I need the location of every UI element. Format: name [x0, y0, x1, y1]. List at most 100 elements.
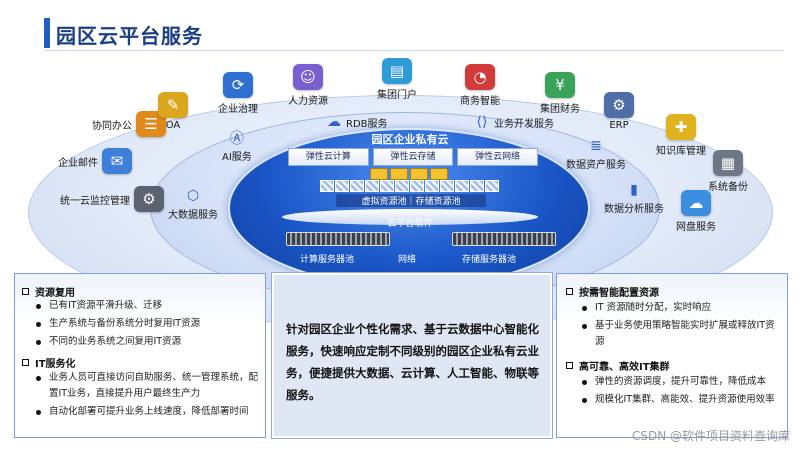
- resource-pool-label: 虚拟资源池｜存储资源池: [336, 194, 486, 207]
- chip-icon: [390, 168, 408, 180]
- cube-icon: [335, 180, 349, 192]
- node-label: 商务智能: [460, 96, 500, 107]
- section-title: 高可靠、高效IT集群: [566, 358, 670, 373]
- backup-icon: ▦: [713, 150, 743, 176]
- compute-pool-label: 计算服务器池: [300, 255, 355, 265]
- service-business-dev[interactable]: ⟨⟩ 业务开发服务: [470, 112, 554, 132]
- cube-icon: [470, 180, 484, 192]
- service-label: 业务开发服务: [494, 118, 554, 130]
- elastic-services-row: 弹性云计算 弹性云存储 弹性云网络: [288, 148, 539, 166]
- software-layer: [282, 209, 538, 225]
- list-item: 弹性的资源调度，提升可靠性，降低成本: [582, 374, 782, 390]
- elastic-storage[interactable]: 弹性云存储: [372, 148, 454, 166]
- finance-icon: ¥: [545, 72, 575, 98]
- oa-icon: ✎: [158, 92, 188, 118]
- service-label: AI服务: [222, 152, 252, 163]
- service-analytics[interactable]: ▮ 数据分析服务: [604, 180, 664, 215]
- title-accent-bar: [44, 18, 50, 48]
- node-hr[interactable]: ☺ 人力资源: [288, 64, 328, 107]
- storage-server-rack-icon: [452, 232, 556, 246]
- erp-icon: ⚙: [604, 92, 634, 118]
- list-item: 业务人员可直接访问自助服务、统一管理系统，配置IT业务，直接提升用户最终生产力: [36, 370, 258, 402]
- database-cloud-icon: ☁: [327, 114, 341, 130]
- elastic-network[interactable]: 弹性云网络: [457, 148, 539, 166]
- knowledge-icon: ✚: [666, 114, 696, 140]
- checkbox-square-icon: [22, 288, 29, 295]
- node-governance[interactable]: ⟳ 企业治理: [218, 72, 258, 115]
- node-label: OA: [165, 120, 181, 131]
- node-label: 协同办公: [92, 120, 132, 132]
- collaboration-icon: ☰: [136, 111, 166, 137]
- node-label: 集团财务: [540, 104, 580, 115]
- resource-cubes: [320, 180, 499, 192]
- service-label: 大数据服务: [168, 210, 218, 221]
- cube-icon: [320, 180, 334, 192]
- cube-icon: [365, 180, 379, 192]
- cube-icon: [485, 180, 499, 192]
- bi-icon: ◔: [465, 64, 495, 90]
- node-label: 集团门户: [377, 90, 417, 101]
- node-label: 统一云监控管理: [60, 195, 130, 207]
- section-title: 资源复用: [22, 284, 75, 299]
- service-label: 数据分析服务: [604, 204, 664, 215]
- node-oa[interactable]: ✎ OA: [158, 92, 188, 131]
- node-label: 企业邮件: [58, 157, 98, 169]
- node-portal[interactable]: ▤ 集团门户: [377, 58, 417, 101]
- node-erp[interactable]: ⚙ ERP: [604, 92, 634, 131]
- ai-icon: Ⓐ: [229, 131, 244, 147]
- middle-panel: [271, 272, 553, 439]
- list-item: IT 资源随时分配，实时响应: [582, 300, 782, 316]
- compute-server-rack-icon: [286, 232, 390, 246]
- service-label: 数据资产服务: [566, 160, 626, 171]
- service-label: RDB服务: [346, 118, 388, 130]
- list-item: 不同的业务系统之间复用IT资源: [36, 334, 256, 350]
- email-icon: ✉: [102, 148, 132, 174]
- service-rdb[interactable]: ☁ RDB服务: [322, 112, 388, 132]
- node-finance[interactable]: ¥ 集团财务: [540, 72, 580, 115]
- node-enterprise-mail[interactable]: ✉ 企业邮件: [58, 148, 132, 174]
- service-ai[interactable]: Ⓐ AI服务: [222, 128, 252, 163]
- node-label: ERP: [609, 120, 629, 131]
- list-item: 生产系统与备份系统分时复用IT资源: [36, 316, 256, 332]
- monitor-icon: ⚙: [134, 186, 164, 212]
- hexagon-icon: ⬡: [186, 188, 200, 204]
- node-unified-monitoring[interactable]: ⚙ 统一云监控管理: [60, 186, 164, 212]
- portal-icon: ▤: [382, 58, 412, 84]
- bar-chart-icon: ▮: [630, 182, 638, 198]
- section-title: IT服务化: [22, 355, 76, 370]
- governance-icon: ⟳: [223, 72, 253, 98]
- cube-icon: [455, 180, 469, 192]
- chip-icon: [370, 168, 388, 180]
- list-item: 基于业务使用策略智能实时扩展或释放IT资源: [582, 318, 782, 350]
- core-title: 园区企业私有云: [371, 133, 449, 146]
- checkbox-square-icon: [566, 288, 573, 295]
- list-item: 自动化部署可提升业务上线速度，降低部署时间: [36, 404, 258, 420]
- node-label: 系统备份: [708, 182, 748, 193]
- cube-icon: [410, 180, 424, 192]
- node-collaboration[interactable]: ☰ 协同办公: [92, 111, 166, 137]
- right-panel: [556, 273, 788, 438]
- software-label: 云平台软件: [387, 219, 433, 229]
- storage-pool-label: 存储服务器池: [462, 255, 517, 265]
- chip-icon: [430, 168, 448, 180]
- hr-icon: ☺: [293, 64, 323, 90]
- cloud-drive-icon: ☁: [681, 190, 711, 216]
- cube-icon: [380, 180, 394, 192]
- cube-icon: [395, 180, 409, 192]
- checkbox-square-icon: [566, 362, 573, 369]
- list-item: 已有IT资源平滑升级、迁移: [36, 298, 256, 314]
- node-knowledge-base[interactable]: ✚ 知识库管理: [656, 114, 706, 157]
- page-title: 园区云平台服务: [56, 24, 203, 48]
- service-big-data[interactable]: ⬡ 大数据服务: [168, 186, 218, 221]
- service-data-assets[interactable]: ≣ 数据资产服务: [566, 136, 626, 171]
- node-cloud-drive[interactable]: ☁ 网盘服务: [676, 190, 716, 233]
- checkbox-square-icon: [22, 359, 29, 366]
- elastic-compute[interactable]: 弹性云计算: [288, 148, 369, 166]
- cube-icon: [440, 180, 454, 192]
- node-business-intelligence[interactable]: ◔ 商务智能: [460, 64, 500, 107]
- node-system-backup[interactable]: ▦ 系统备份: [708, 150, 748, 193]
- list-item: 规模化IT集群、高能效、提升资源使用效率: [582, 392, 782, 408]
- cube-icon: [350, 180, 364, 192]
- layers-icon: ≣: [590, 138, 602, 154]
- left-panel: [14, 273, 266, 438]
